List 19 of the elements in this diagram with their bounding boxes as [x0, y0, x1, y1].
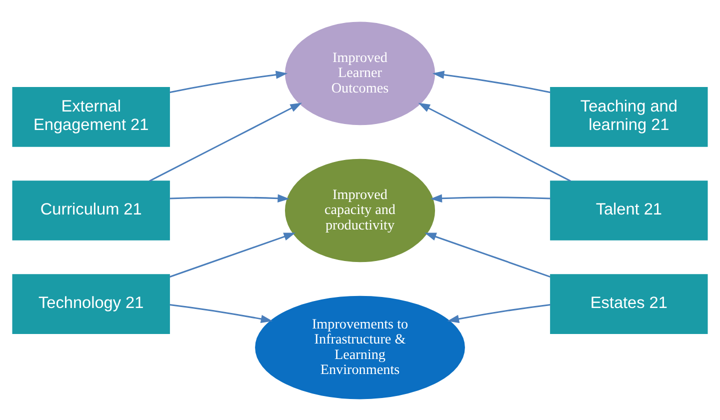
- arrow: [170, 303, 273, 322]
- arrow: [424, 232, 550, 278]
- arrow: [432, 70, 550, 93]
- node-ellipse: Improved capacity and productivity: [284, 158, 436, 262]
- arrow: [149, 102, 302, 182]
- arrow: [170, 194, 290, 202]
- node-ellipse: Improvements to Infrastructure & Learning Environments: [255, 295, 465, 399]
- arrow: [170, 70, 288, 93]
- arrow: [418, 102, 571, 182]
- node-box: Curriculum 21: [12, 180, 170, 240]
- node-ellipse: Improved Learner Outcomes: [284, 21, 436, 125]
- node-box: External Engagement 21: [12, 86, 170, 146]
- arrow: [430, 194, 551, 202]
- arrow: [169, 232, 296, 278]
- arrow: [447, 303, 550, 322]
- node-box: Teaching and learning 21: [550, 86, 708, 146]
- node-box: Estates 21: [550, 274, 708, 334]
- node-box: Talent 21: [550, 180, 708, 240]
- node-box: Technology 21: [12, 274, 170, 334]
